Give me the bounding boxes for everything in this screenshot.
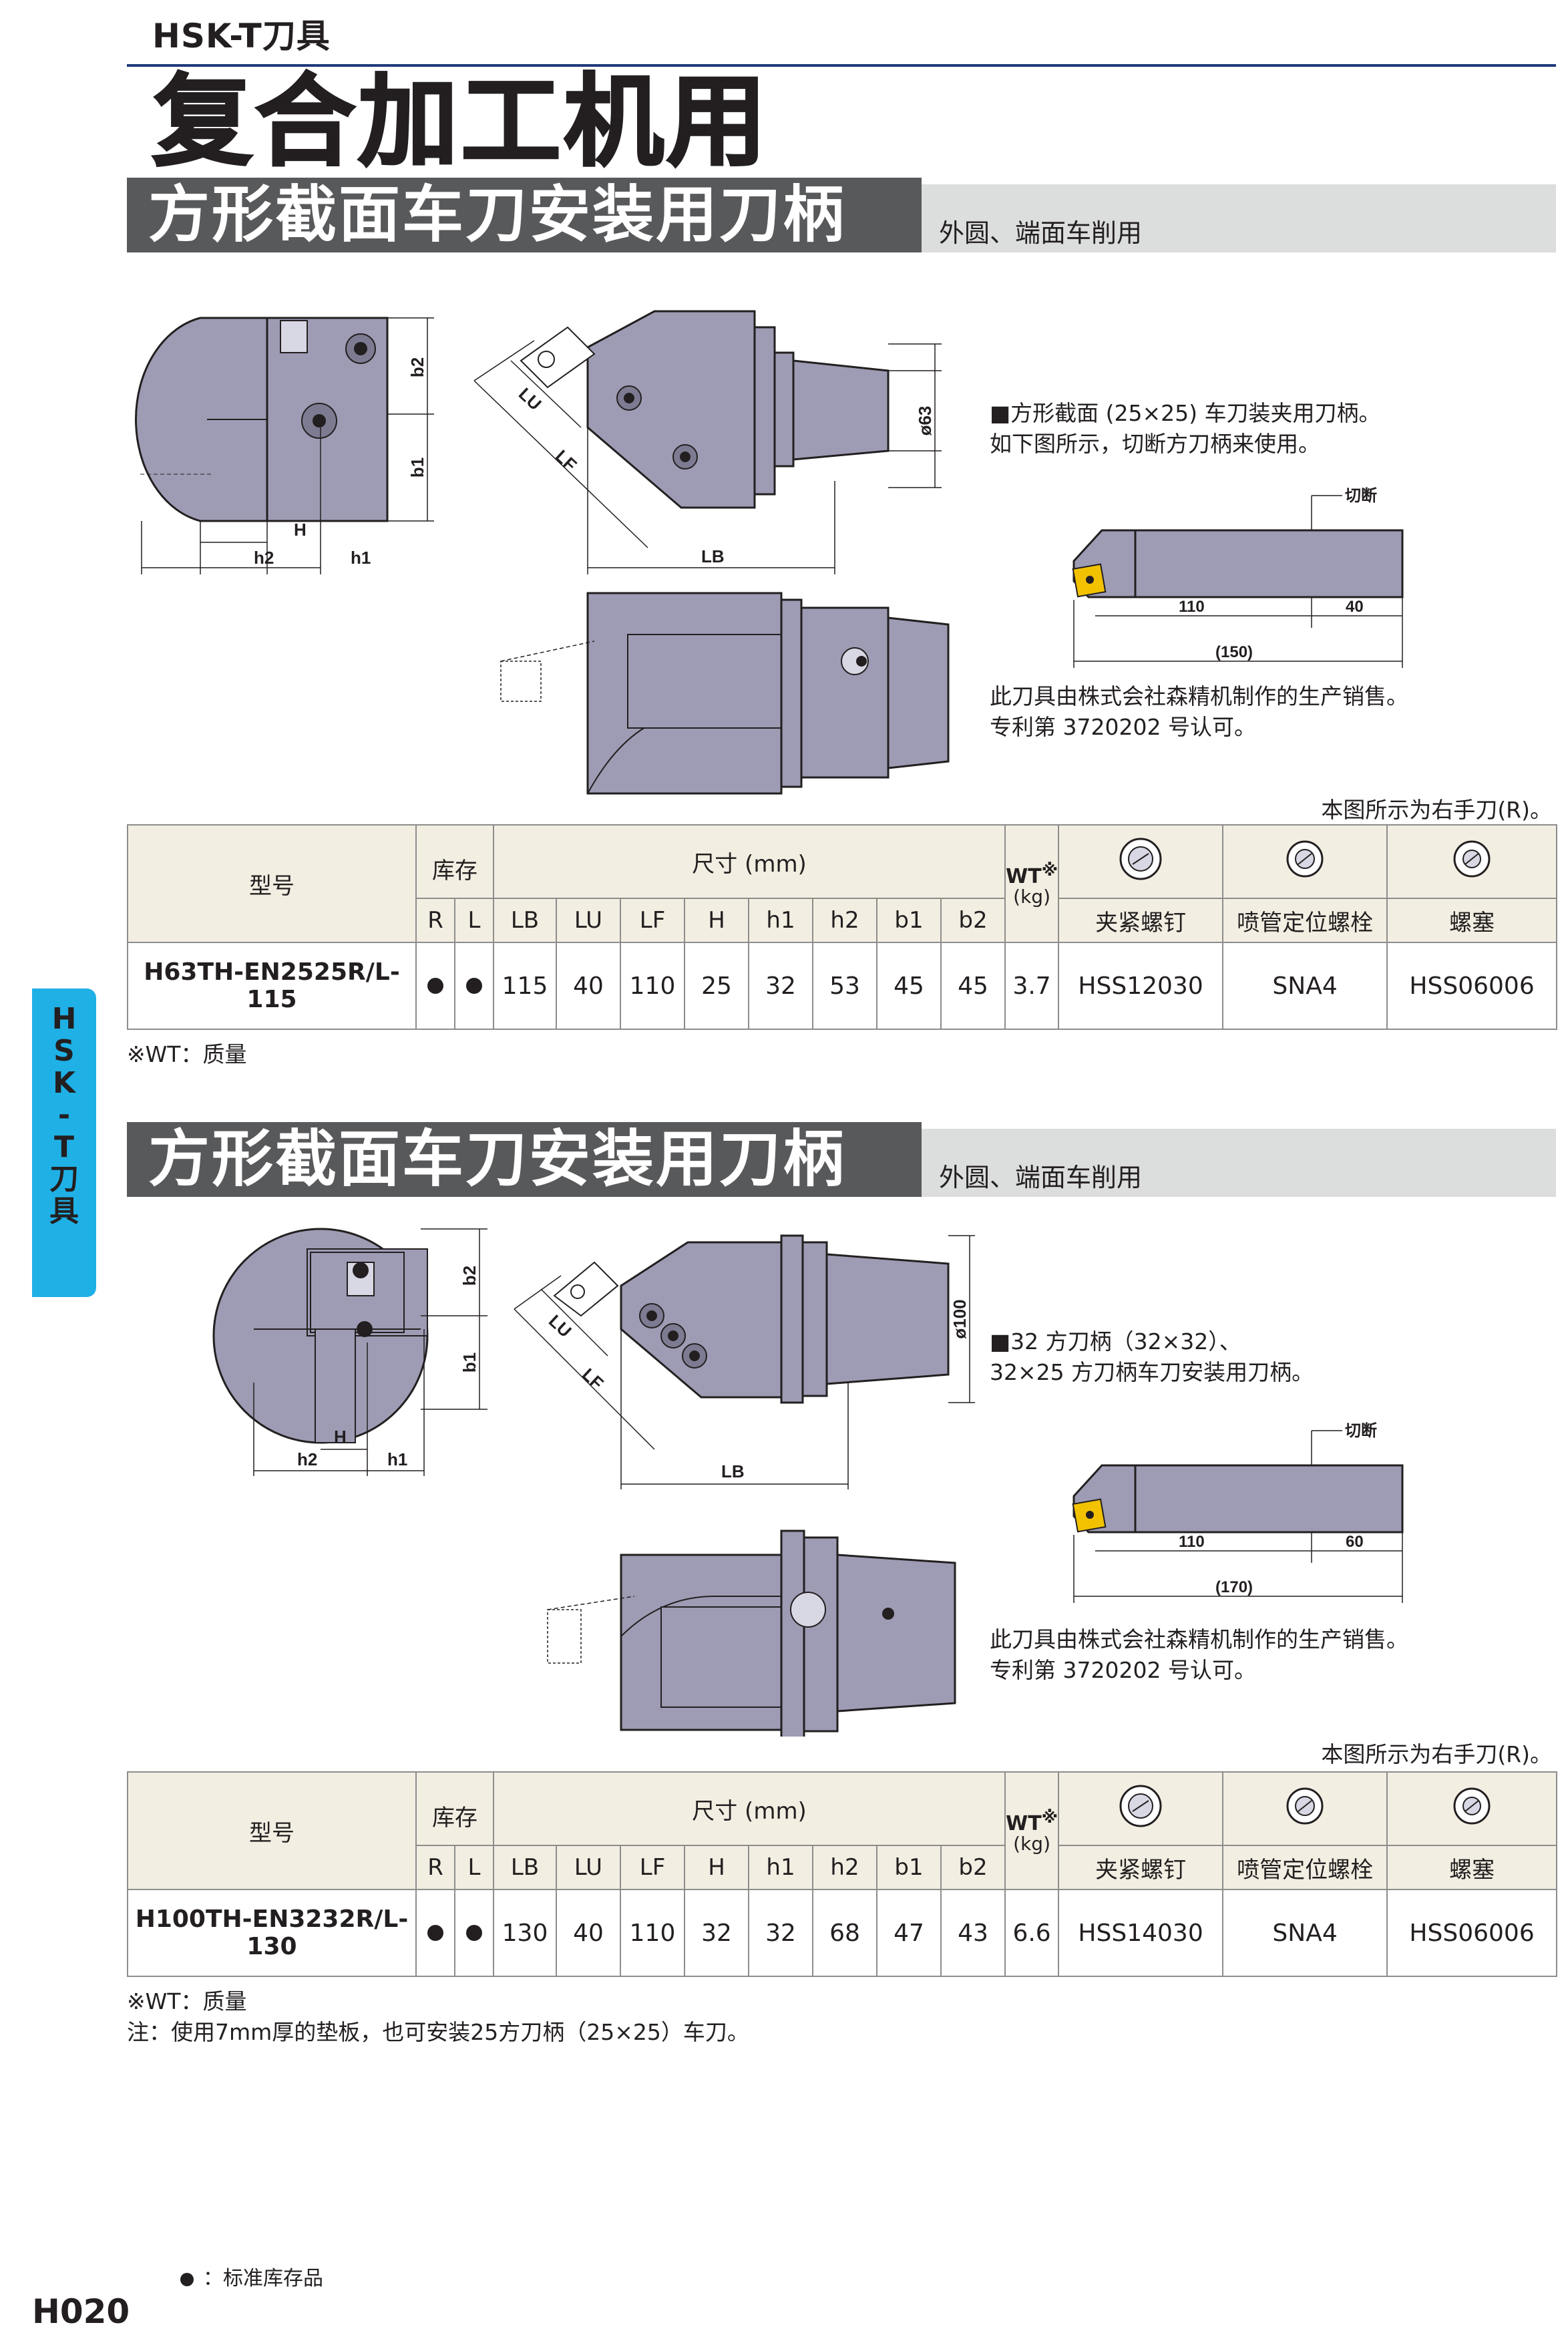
svg-text:b1: b1: [407, 458, 427, 478]
svg-text:b2: b2: [407, 357, 427, 377]
section-title: 方形截面车刀安装用刀柄: [148, 1123, 847, 1195]
side-view-drawing: ø100 LU LF LB: [514, 1234, 975, 1489]
stock-dot: [427, 1924, 443, 1941]
svg-text:h2: h2: [254, 548, 274, 568]
section-title: 方形截面车刀安装用刀柄: [148, 179, 847, 250]
dimensions-header: 尺寸 (mm): [492, 1771, 1006, 1846]
svg-text:ø100: ø100: [950, 1299, 970, 1338]
section-1-right-hand-note: 本图所示为右手刀(R)。: [1321, 797, 1552, 823]
stock-dot: [427, 977, 443, 994]
section-2-footnotes: ※WT：质量 注：使用7mm厚的垫板，也可安装25方刀柄（25×25）车刀。: [127, 1988, 749, 2045]
plug-icon: [1386, 1771, 1558, 1846]
side-view-drawing: ø63 LU LF LB: [473, 310, 942, 574]
svg-text:h2: h2: [297, 1449, 317, 1469]
bolt-icon: [1222, 1771, 1388, 1846]
section-1-header: 方形截面车刀安装用刀柄 外圆、端面车削用: [127, 178, 1556, 252]
plug-icon: [1386, 824, 1558, 899]
svg-text:LB: LB: [721, 1461, 745, 1481]
svg-text:LU: LU: [545, 1310, 576, 1341]
svg-text:切断: 切断: [1345, 1421, 1377, 1440]
weight-header: WT※(kg): [1004, 1771, 1060, 1890]
svg-text:LF: LF: [578, 1364, 608, 1393]
section-2-right-hand-note: 本图所示为右手刀(R)。: [1321, 1741, 1552, 1767]
svg-text:b1: b1: [459, 1353, 479, 1373]
top-view-drawing: [500, 592, 950, 795]
svg-text:110: 110: [1179, 1533, 1205, 1551]
page-title: 复合加工机用: [151, 64, 770, 180]
model-header: 型号: [127, 1771, 417, 1890]
screw-header: 夹紧螺钉: [1058, 898, 1224, 943]
page-number: H020: [32, 2292, 130, 2331]
screw-icon: [1058, 1771, 1224, 1846]
svg-text:H: H: [334, 1427, 347, 1447]
bolt-icon: [1222, 824, 1388, 899]
section-2-maker-note: 此刀具由株式会社森精机制作的生产销售。 专利第 3720202 号认可。: [990, 1626, 1408, 1683]
stock-dot: [180, 2272, 194, 2286]
stock-header: 库存: [415, 1771, 494, 1846]
section-1-drawings: b2 b1 H h2 h1 ø63 LU LF: [134, 310, 950, 795]
header-rule: [127, 64, 1556, 67]
front-view-drawing: b2 b1 H h2 h1: [134, 317, 434, 574]
dimensions-header: 尺寸 (mm): [492, 824, 1006, 899]
section-2-note: ■32 方刀柄（32×32）、 32×25 方刀柄车刀安装用刀柄。: [990, 1328, 1314, 1385]
cutoff-diagram-1: 切断 110 40 (150): [1072, 486, 1404, 668]
section-2-drawings: b2 b1 H h2 h1 ø100 LU LF LB: [212, 1228, 975, 1737]
top-view-drawing: [547, 1529, 956, 1737]
svg-text:h1: h1: [351, 548, 371, 568]
stock-dot: [466, 1924, 482, 1941]
svg-text:LB: LB: [701, 546, 725, 566]
svg-text:H: H: [294, 520, 307, 540]
svg-text:60: 60: [1346, 1533, 1364, 1551]
bolt-header: 喷管定位螺栓: [1222, 898, 1388, 943]
stock-dot: [466, 977, 482, 994]
svg-text:h1: h1: [387, 1449, 407, 1469]
svg-text:110: 110: [1179, 598, 1205, 616]
plug-header: 螺塞: [1386, 1845, 1558, 1890]
section-subtitle: 外圆、端面车削用: [939, 1163, 1143, 1192]
svg-text:b2: b2: [459, 1266, 479, 1286]
bolt-header: 喷管定位螺栓: [1222, 1845, 1388, 1890]
cutoff-diagram-2: 切断 110 60 (170): [1072, 1421, 1404, 1603]
section-subtitle: 外圆、端面车削用: [939, 218, 1143, 248]
front-view-drawing: b2 b1 H h2 h1: [212, 1228, 487, 1476]
screw-header: 夹紧螺钉: [1058, 1845, 1224, 1890]
svg-text:(170): (170): [1215, 1578, 1253, 1596]
svg-text:切断: 切断: [1345, 486, 1377, 505]
section-1-note: ■方形截面 (25×25) 车刀装夹用刀柄。 如下图所示，切断方刀柄来使用。: [990, 400, 1381, 457]
section-2-header: 方形截面车刀安装用刀柄 外圆、端面车削用: [127, 1122, 1556, 1197]
stock-header: 库存: [415, 824, 494, 899]
model-header: 型号: [127, 824, 417, 943]
section-1-footnote: ※WT：质量: [127, 1041, 247, 1067]
screw-icon: [1058, 824, 1224, 899]
svg-text:(150): (150): [1215, 643, 1253, 661]
svg-text:LF: LF: [552, 445, 581, 475]
legend: ：标准库存品: [180, 2262, 323, 2291]
series-title: HSK-T刀具: [152, 17, 331, 55]
svg-text:ø63: ø63: [915, 406, 935, 436]
svg-text:LU: LU: [515, 383, 546, 414]
plug-header: 螺塞: [1386, 898, 1558, 943]
svg-text:40: 40: [1346, 598, 1364, 616]
section-1-maker-note: 此刀具由株式会社森精机制作的生产销售。 专利第 3720202 号认可。: [990, 683, 1408, 740]
weight-header: WT※(kg): [1004, 824, 1060, 943]
